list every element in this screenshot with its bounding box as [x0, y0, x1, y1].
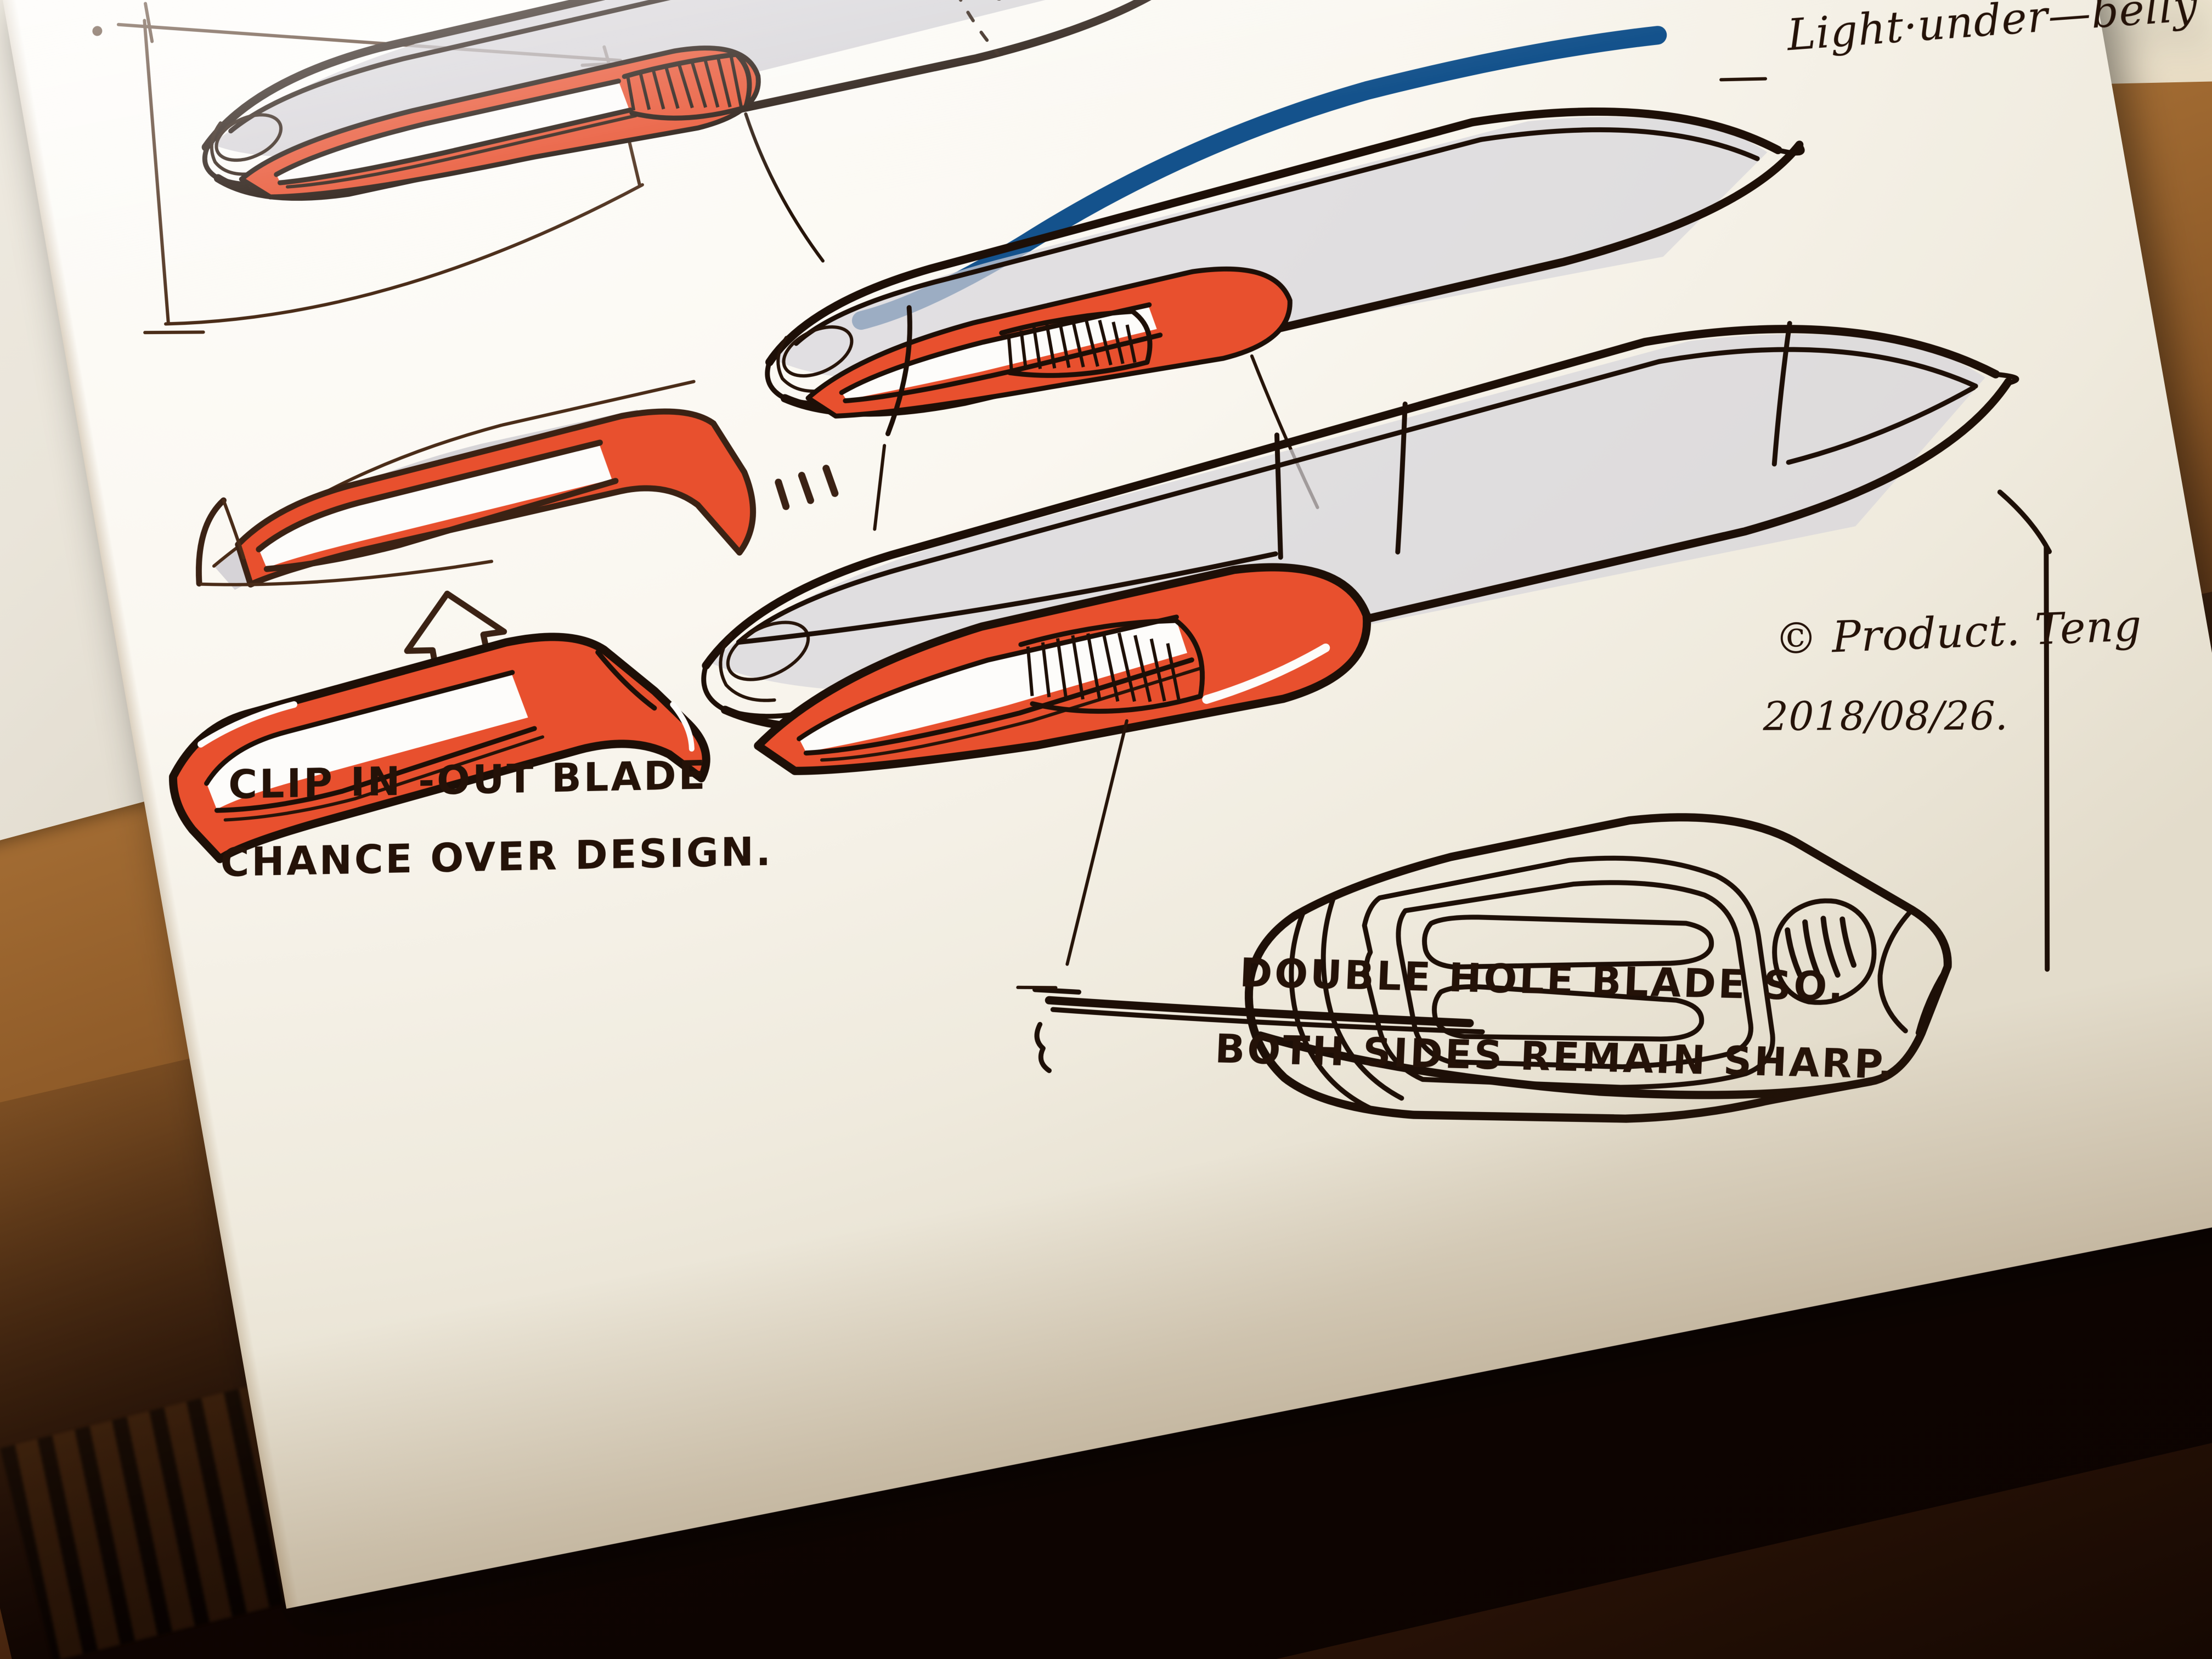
sketch-clip-detail-lower [169, 633, 710, 864]
signature-date: 2018/08/26. [1763, 692, 2009, 740]
sketchbook-page: .bL{fill:none;stroke:#3b2214;stroke-widt… [2, 0, 2212, 1609]
sketch-clip-detail-upper [195, 380, 757, 590]
sketch-blade-detail [1244, 813, 1952, 1123]
grip-ribs [775, 465, 839, 510]
annotation-clip-line-1: CLIP IN -OUT BLADE [228, 752, 708, 808]
